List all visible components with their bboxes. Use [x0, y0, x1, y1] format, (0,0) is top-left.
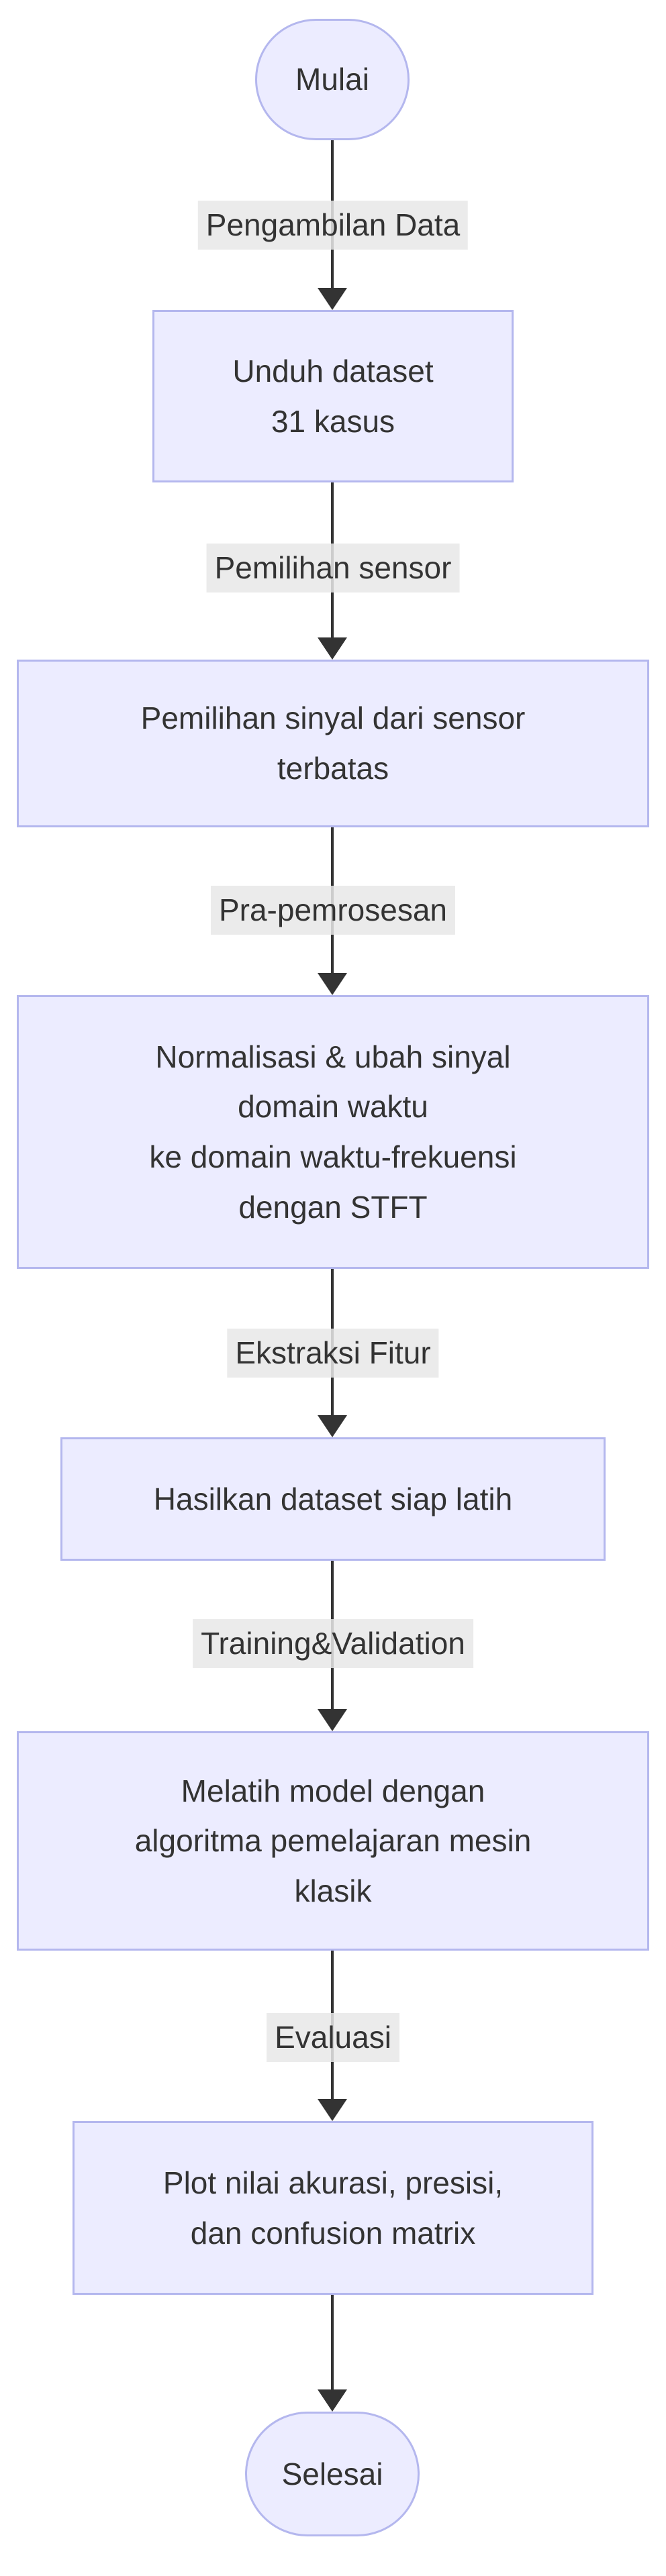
edge-line-7: [331, 2295, 334, 2391]
node-plot-hasil: Plot nilai akurasi, presisi, dan confusi…: [73, 2121, 593, 2295]
node-pemilihan-sinyal: Pemilihan sinyal dari sensor terbatas: [17, 660, 649, 827]
arrow-down-icon: [318, 1415, 347, 1437]
node-start-label: Mulai: [295, 62, 369, 97]
node-text-line: Hasilkan dataset siap latih: [153, 1481, 513, 1516]
node-end: Selesai: [245, 2412, 420, 2536]
node-text-line: Normalisasi & ubah sinyal: [155, 1039, 511, 1074]
arrow-down-icon: [318, 973, 347, 995]
node-melatih-model: Melatih model dengan algoritma pemelajar…: [17, 1731, 649, 1951]
node-hasilkan-dataset: Hasilkan dataset siap latih: [60, 1437, 606, 1561]
edge-label-evaluasi: Evaluasi: [267, 2013, 399, 2062]
edge-label-pra-pemrosesan: Pra-pemrosesan: [210, 886, 456, 935]
node-text-line: terbatas: [277, 751, 389, 786]
arrow-down-icon: [318, 288, 347, 310]
node-text-line: domain waktu: [238, 1089, 428, 1125]
node-text-line: dengan STFT: [238, 1189, 428, 1225]
node-normalisasi-stft: Normalisasi & ubah sinyal domain waktu k…: [17, 995, 649, 1269]
node-text-line: Unduh dataset: [232, 353, 434, 389]
arrow-down-icon: [318, 1709, 347, 1731]
node-text-line: algoritma pemelajaran mesin: [134, 1823, 532, 1859]
node-text-line: ke domain waktu-frekuensi: [149, 1139, 517, 1174]
edge-label-training-validation: Training&Validation: [193, 1619, 473, 1668]
node-text-line: 31 kasus: [271, 403, 395, 439]
arrow-down-icon: [318, 2389, 347, 2412]
node-text-line: Melatih model dengan: [181, 1773, 485, 1808]
node-text-line: klasik: [294, 1873, 372, 1908]
node-unduh-dataset: Unduh dataset 31 kasus: [152, 310, 514, 482]
node-text-line: Plot nilai akurasi, presisi,: [162, 2165, 504, 2200]
node-text-line: Pemilihan sinyal dari sensor: [140, 701, 526, 736]
node-start: Mulai: [255, 19, 410, 140]
edge-label-ekstraksi-fitur: Ekstraksi Fitur: [227, 1329, 439, 1378]
edge-label-pemilihan-sensor: Pemilihan sensor: [206, 544, 460, 593]
arrow-down-icon: [318, 2099, 347, 2121]
node-text-line: dan confusion matrix: [190, 2215, 476, 2251]
arrow-down-icon: [318, 637, 347, 660]
edge-label-pengambilan-data: Pengambilan Data: [197, 201, 469, 250]
node-end-label: Selesai: [281, 2456, 383, 2491]
